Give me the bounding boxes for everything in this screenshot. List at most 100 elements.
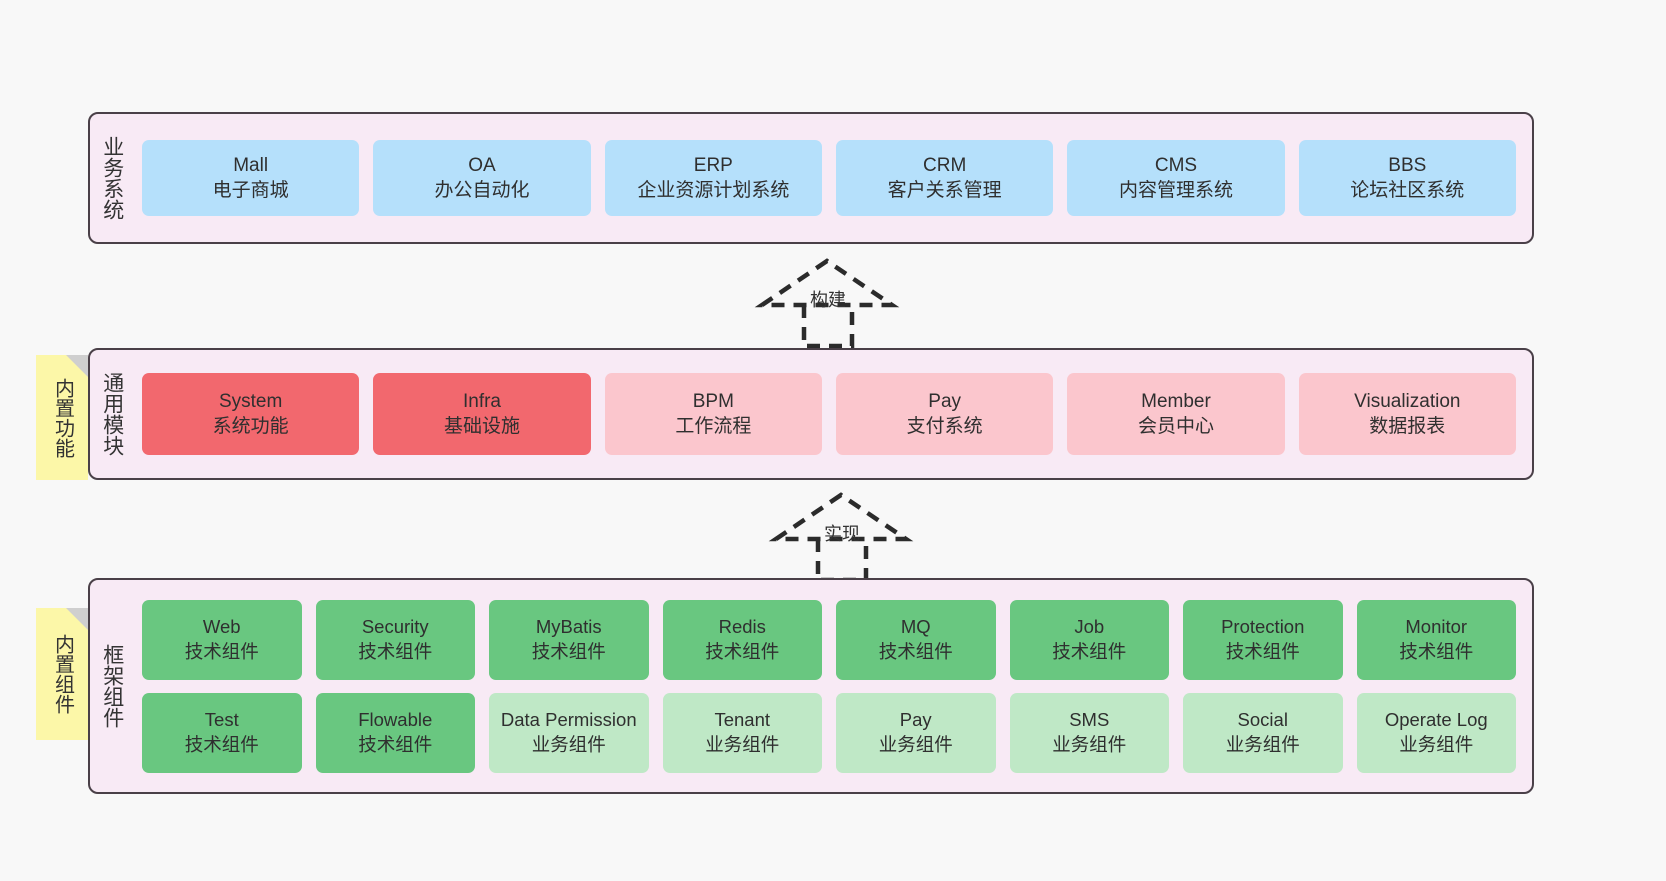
node-subtitle: 办公自动化	[434, 180, 530, 201]
layer-common-modules: 通用模块 System 系统功能 Infra 基础设施 BPM 工作流程 Pay…	[88, 348, 1534, 480]
node-pay-module[interactable]: Pay 支付系统	[835, 373, 1054, 455]
node-name: ERP	[693, 154, 733, 176]
connector-label-implement: 实现	[824, 524, 860, 544]
node-mall[interactable]: Mall 电子商城	[142, 140, 360, 216]
node-subtitle: 电子商城	[212, 180, 289, 201]
node-subtitle: 业务组件	[531, 733, 606, 755]
note-fold-icon	[66, 608, 88, 630]
node-cms[interactable]: CMS 内容管理系统	[1067, 140, 1285, 216]
node-name: Test	[204, 709, 239, 731]
node-subtitle: 技术组件	[358, 640, 433, 662]
node-subtitle: 基础设施	[443, 416, 520, 437]
node-name: Pay	[928, 390, 962, 412]
node-flowable[interactable]: Flowable 技术组件	[315, 692, 475, 773]
node-name: MQ	[900, 616, 931, 638]
node-subtitle: 技术组件	[1225, 640, 1300, 662]
node-subtitle: 技术组件	[531, 640, 606, 662]
node-name: Monitor	[1405, 616, 1468, 638]
node-tenant[interactable]: Tenant 业务组件	[662, 692, 822, 773]
node-security[interactable]: Security 技术组件	[315, 599, 475, 680]
node-name: Data Permission	[500, 709, 637, 731]
node-name: MyBatis	[535, 616, 602, 638]
node-name: Redis	[718, 616, 766, 638]
node-subtitle: 技术组件	[705, 640, 780, 662]
node-visualization[interactable]: Visualization 数据报表	[1298, 373, 1516, 455]
node-subtitle: 业务组件	[878, 733, 953, 755]
node-job[interactable]: Job 技术组件	[1009, 599, 1169, 680]
node-subtitle: 系统功能	[212, 416, 289, 437]
layer-title-framework: 框架组件	[100, 644, 124, 728]
node-mq[interactable]: MQ 技术组件	[836, 599, 996, 680]
node-redis[interactable]: Redis 技术组件	[662, 599, 822, 680]
node-sms[interactable]: SMS 业务组件	[1009, 692, 1169, 773]
layer-title-modules: 通用模块	[100, 372, 124, 456]
node-pay-component[interactable]: Pay 业务组件	[836, 692, 996, 773]
node-name: Job	[1074, 616, 1105, 638]
node-subtitle: 业务组件	[1399, 733, 1474, 755]
node-subtitle: 业务组件	[1225, 733, 1300, 755]
node-data-permission[interactable]: Data Permission 业务组件	[489, 692, 649, 773]
generalization-arrowhead	[754, 258, 900, 308]
sticky-note-builtin-components: 内置组件	[36, 608, 88, 740]
node-bpm[interactable]: BPM 工作流程	[604, 373, 822, 455]
node-subtitle: 支付系统	[906, 416, 983, 437]
node-subtitle: 技术组件	[184, 733, 259, 755]
node-subtitle: 技术组件	[358, 733, 433, 755]
layer-business-systems: 业务系统 Mall 电子商城 OA 办公自动化 ERP 企业资源计划系统 CRM…	[88, 112, 1534, 244]
node-name: BPM	[692, 390, 734, 412]
node-name: OA	[468, 154, 496, 176]
sticky-note-builtin-features: 内置功能	[36, 355, 88, 480]
node-bbs[interactable]: BBS 论坛社区系统	[1298, 140, 1516, 216]
node-mybatis[interactable]: MyBatis 技术组件	[489, 599, 649, 680]
node-name: Tenant	[714, 709, 771, 731]
node-name: Protection	[1221, 616, 1305, 638]
generalization-arrowhead	[768, 492, 914, 542]
node-subtitle: 技术组件	[1052, 640, 1127, 662]
node-social[interactable]: Social 业务组件	[1183, 692, 1343, 773]
node-monitor[interactable]: Monitor 技术组件	[1356, 599, 1516, 680]
node-name: CRM	[923, 154, 967, 176]
node-infra[interactable]: Infra 基础设施	[373, 373, 591, 455]
connector-implement: 实现	[766, 492, 926, 583]
layer-body-business: Mall 电子商城 OA 办公自动化 ERP 企业资源计划系统 CRM 客户关系…	[134, 114, 1532, 242]
node-subtitle: 内容管理系统	[1118, 180, 1233, 201]
node-name: Visualization	[1354, 390, 1461, 412]
framework-row-business: Test 技术组件 Flowable 技术组件 Data Permission …	[142, 692, 1516, 773]
node-erp[interactable]: ERP 企业资源计划系统	[604, 140, 822, 216]
node-web[interactable]: Web 技术组件	[142, 599, 302, 680]
node-name: Security	[361, 616, 429, 638]
node-name: Pay	[899, 709, 932, 731]
node-member[interactable]: Member 会员中心	[1067, 373, 1285, 455]
node-subtitle: 技术组件	[878, 640, 953, 662]
node-name: Operate Log	[1384, 709, 1488, 731]
node-oa[interactable]: OA 办公自动化	[373, 140, 591, 216]
node-name: Mall	[233, 154, 269, 176]
note-label: 内置功能	[51, 377, 74, 458]
node-name: System	[218, 390, 283, 412]
node-protection[interactable]: Protection 技术组件	[1183, 599, 1343, 680]
node-name: Social	[1237, 709, 1288, 731]
node-test[interactable]: Test 技术组件	[142, 692, 302, 773]
node-subtitle: 论坛社区系统	[1350, 180, 1465, 201]
node-subtitle: 技术组件	[1399, 640, 1474, 662]
framework-row-tech: Web 技术组件 Security 技术组件 MyBatis 技术组件 Redi…	[142, 599, 1516, 680]
node-subtitle: 业务组件	[1052, 733, 1127, 755]
node-system[interactable]: System 系统功能	[142, 373, 360, 455]
note-label: 内置组件	[51, 634, 74, 714]
connector-build: 构建	[752, 258, 912, 349]
node-subtitle: 工作流程	[675, 416, 752, 437]
node-name: BBS	[1388, 154, 1427, 176]
layer-body-framework: Web 技术组件 Security 技术组件 MyBatis 技术组件 Redi…	[134, 580, 1532, 792]
node-operate-log[interactable]: Operate Log 业务组件	[1356, 692, 1516, 773]
note-fold-icon	[66, 355, 88, 377]
node-subtitle: 客户关系管理	[887, 180, 1002, 201]
node-name: Infra	[462, 390, 501, 412]
node-subtitle: 数据报表	[1369, 416, 1446, 437]
node-name: SMS	[1069, 709, 1110, 731]
node-subtitle: 企业资源计划系统	[637, 180, 790, 201]
node-crm[interactable]: CRM 客户关系管理	[835, 140, 1054, 216]
node-name: Member	[1141, 390, 1211, 412]
layer-body-modules: System 系统功能 Infra 基础设施 BPM 工作流程 Pay 支付系统…	[134, 350, 1532, 478]
node-name: Flowable	[358, 709, 433, 731]
